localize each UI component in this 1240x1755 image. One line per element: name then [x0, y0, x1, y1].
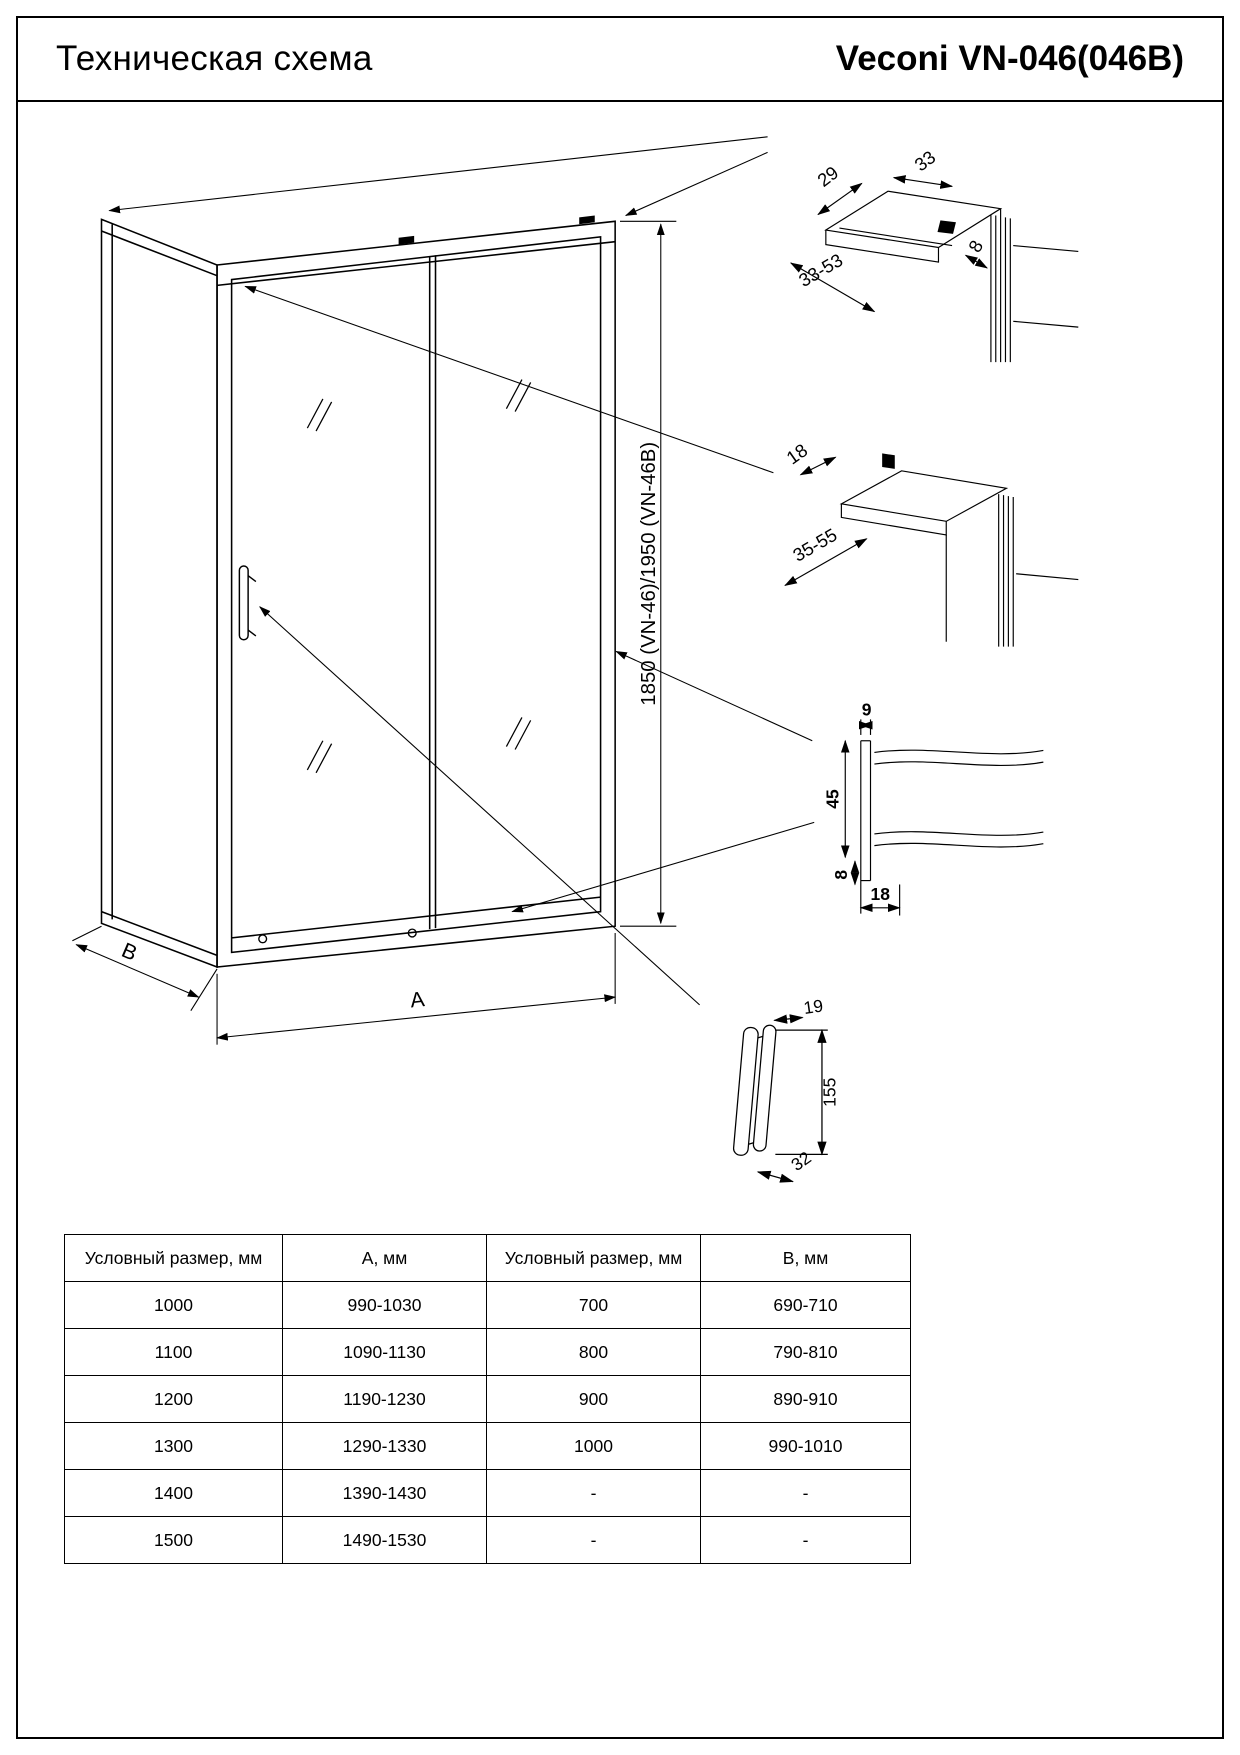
- table-row: 1500 1490-1530 - -: [64, 1516, 911, 1564]
- detail-top-clip: [937, 220, 956, 234]
- glass-marks: [306, 379, 532, 774]
- table-cell: 690-710: [700, 1281, 911, 1329]
- table-row: 1300 1290-1330 1000 990-1010: [64, 1422, 911, 1470]
- depth-dimension-label: B: [118, 938, 140, 966]
- detail-middle-clip: [882, 453, 895, 469]
- table-row: 1100 1090-1130 800 790-810: [64, 1328, 911, 1376]
- detail-profile-dim1: 9: [862, 700, 872, 720]
- size-table: Условный размер, мм А, мм Условный разме…: [64, 1234, 911, 1564]
- table-cell: 1390-1430: [282, 1469, 487, 1517]
- page-title: Техническая схема: [56, 39, 373, 78]
- detail-middle-dim2: 35-55: [789, 524, 840, 566]
- detail-handle: [732, 1014, 828, 1183]
- table-header-cell: Условный размер, мм: [64, 1234, 283, 1282]
- table-cell: 1200: [64, 1375, 283, 1423]
- detail-top-dim2: 33: [910, 146, 939, 175]
- header: Техническая схема Veconi VN-046(046B): [18, 18, 1222, 102]
- detail-top-profile: [789, 175, 1079, 363]
- detail-top-dim3: 33-53: [795, 249, 846, 291]
- bottom-rollers: [258, 928, 417, 944]
- table-cell: 1290-1330: [282, 1422, 487, 1470]
- table-cell: 1500: [64, 1516, 283, 1564]
- dimension-height: [620, 220, 677, 927]
- table-cell: 800: [486, 1328, 701, 1376]
- table-cell: -: [700, 1469, 911, 1517]
- detail-top-dim1: 29: [813, 162, 842, 191]
- table-cell: 1000: [486, 1422, 701, 1470]
- detail-handle-dim1: 19: [802, 995, 824, 1018]
- side-panel: [100, 218, 218, 969]
- table-cell: 1400: [64, 1469, 283, 1517]
- door-handle: [238, 565, 257, 641]
- page-frame: Техническая схема Veconi VN-046(046B): [16, 16, 1224, 1739]
- table-cell: 1300: [64, 1422, 283, 1470]
- table-cell: 1190-1230: [282, 1375, 487, 1423]
- table-cell: 790-810: [700, 1328, 911, 1376]
- dimension-a: [216, 933, 617, 1045]
- table-header-cell: А, мм: [282, 1234, 487, 1282]
- drawing-svg: 1850 (VN-46)/1950 (VN-46B) A B: [72, 136, 1079, 1183]
- detail-middle-dim1: 18: [782, 439, 811, 468]
- width-dimension-label: A: [409, 987, 426, 1012]
- model-title: Veconi VN-046(046B): [835, 39, 1184, 78]
- table-cell: 900: [486, 1375, 701, 1423]
- table-header-cell: Условный размер, мм: [486, 1234, 701, 1282]
- table-cell: 700: [486, 1281, 701, 1329]
- table-cell: 990-1010: [700, 1422, 911, 1470]
- detail-handle-dim2: 155: [820, 1078, 840, 1107]
- front-frame: [216, 220, 616, 968]
- detail-profile-dim2: 45: [822, 789, 842, 809]
- table-cell: 990-1030: [282, 1281, 487, 1329]
- height-dimension-label: 1850 (VN-46)/1950 (VN-46B): [638, 442, 660, 706]
- table-cell: -: [700, 1516, 911, 1564]
- detail-middle-profile: [784, 456, 1079, 647]
- table-row: 1200 1190-1230 900 890-910: [64, 1375, 911, 1423]
- table-row: 1400 1390-1430 - -: [64, 1469, 911, 1517]
- table-header-row: Условный размер, мм А, мм Условный разме…: [64, 1234, 911, 1282]
- table-cell: -: [486, 1469, 701, 1517]
- leader-lines: [108, 136, 815, 1006]
- table-cell: 1490-1530: [282, 1516, 487, 1564]
- detail-top-dim4: 8: [964, 237, 987, 256]
- top-rail-brackets: [398, 215, 595, 245]
- table-cell: -: [486, 1516, 701, 1564]
- table-cell: 890-910: [700, 1375, 911, 1423]
- dimension-b: [72, 925, 218, 1011]
- table-cell: 1100: [64, 1328, 283, 1376]
- table-cell: 1000: [64, 1281, 283, 1329]
- detail-handle-dim3: 32: [787, 1147, 814, 1175]
- table-row: 1000 990-1030 700 690-710: [64, 1281, 911, 1329]
- technical-drawing: 1850 (VN-46)/1950 (VN-46B) A B: [18, 102, 1222, 1230]
- detail-wall-profile: [840, 719, 1044, 916]
- detail-profile-dim4: 18: [871, 884, 891, 904]
- detail-profile-dim3: 8: [831, 870, 851, 880]
- table-cell: 1090-1130: [282, 1328, 487, 1376]
- table-header-cell: В, мм: [700, 1234, 911, 1282]
